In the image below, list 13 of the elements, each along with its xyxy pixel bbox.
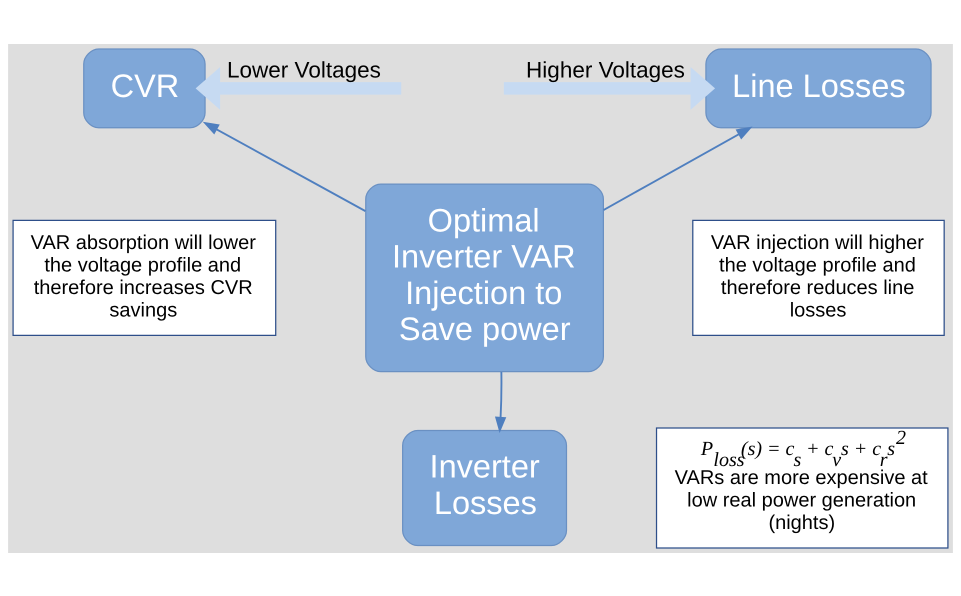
node-box: VAR injection will higher the voltage profile and therefore reduces line losses (692, 219, 945, 336)
node-box: VAR absorption will lower the voltage profile and therefore increases CVR savings (12, 219, 276, 336)
arrow (504, 66, 716, 110)
node-box: Optimal Inverter VAR Injection to Save power (365, 182, 604, 372)
node-box: Inverter Losses (402, 429, 568, 546)
edge-label: Higher Voltages (526, 57, 685, 82)
arrow (494, 371, 506, 433)
arrow (196, 66, 402, 110)
arrow (202, 121, 366, 212)
arrow (603, 126, 753, 210)
edge-label: Lower Voltages (227, 57, 381, 82)
node-box: Line Losses (705, 48, 932, 128)
node-box: CVR (83, 48, 206, 128)
